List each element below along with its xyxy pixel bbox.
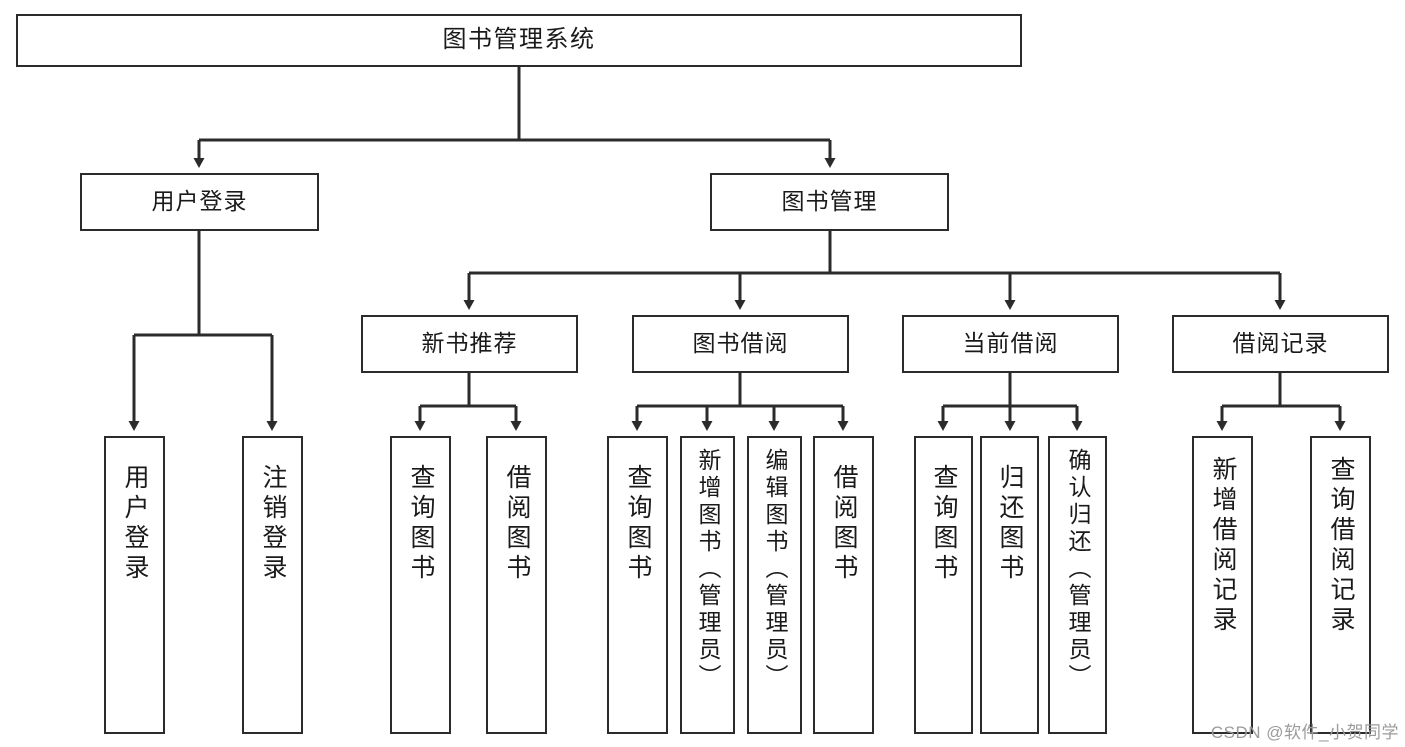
node-root-label: 图书管理系统: [442, 26, 596, 54]
node-leaf-query-record[interactable]: 查询借阅记录: [1310, 436, 1371, 734]
node-current-borrow-label: 当前借阅: [962, 330, 1059, 357]
node-book-borrow-label: 图书借阅: [692, 330, 789, 357]
node-book-borrow[interactable]: 图书借阅: [632, 315, 849, 373]
node-user-login[interactable]: 用户登录: [80, 173, 319, 231]
node-current-borrow[interactable]: 当前借阅: [902, 315, 1119, 373]
node-book-manage-label: 图书管理: [781, 188, 878, 215]
node-leaf-confirm-return-label: 确认归还（管理员）: [1065, 448, 1091, 691]
node-book-manage[interactable]: 图书管理: [710, 173, 949, 231]
node-leaf-user-login-label: 用户登录: [121, 464, 149, 584]
node-leaf-logout[interactable]: 注销登录: [242, 436, 303, 734]
node-leaf-edit-book-label: 编辑图书（管理员）: [762, 448, 788, 691]
node-borrow-record-label: 借阅记录: [1232, 330, 1329, 357]
node-leaf-query-book-1-label: 查询图书: [407, 464, 435, 584]
node-leaf-return-book[interactable]: 归还图书: [980, 436, 1039, 734]
node-user-login-label: 用户登录: [151, 188, 248, 215]
node-leaf-edit-book[interactable]: 编辑图书（管理员）: [747, 436, 802, 734]
node-leaf-borrow-book-2[interactable]: 借阅图书: [813, 436, 874, 734]
node-leaf-borrow-book-1-label: 借阅图书: [503, 464, 531, 584]
node-borrow-record[interactable]: 借阅记录: [1172, 315, 1389, 373]
node-leaf-add-record[interactable]: 新增借阅记录: [1192, 436, 1253, 734]
node-leaf-logout-label: 注销登录: [259, 464, 287, 584]
node-leaf-user-login[interactable]: 用户登录: [104, 436, 165, 734]
node-new-book-recommend[interactable]: 新书推荐: [361, 315, 578, 373]
watermark-text: CSDN @软件_小贺同学: [1210, 723, 1399, 742]
node-leaf-borrow-book-1[interactable]: 借阅图书: [486, 436, 547, 734]
node-new-book-recommend-label: 新书推荐: [421, 330, 518, 357]
node-leaf-query-record-label: 查询借阅记录: [1327, 456, 1355, 636]
node-leaf-confirm-return[interactable]: 确认归还（管理员）: [1048, 436, 1107, 734]
node-leaf-borrow-book-2-label: 借阅图书: [830, 464, 858, 584]
node-leaf-add-record-label: 新增借阅记录: [1209, 456, 1237, 636]
node-leaf-query-book-3[interactable]: 查询图书: [914, 436, 973, 734]
node-leaf-query-book-2-label: 查询图书: [624, 464, 652, 584]
node-leaf-query-book-1[interactable]: 查询图书: [390, 436, 451, 734]
node-leaf-add-book[interactable]: 新增图书（管理员）: [680, 436, 735, 734]
node-leaf-add-book-label: 新增图书（管理员）: [695, 448, 721, 691]
node-leaf-query-book-2[interactable]: 查询图书: [607, 436, 668, 734]
node-leaf-return-book-label: 归还图书: [996, 464, 1024, 584]
node-root[interactable]: 图书管理系统: [16, 14, 1022, 67]
node-leaf-query-book-3-label: 查询图书: [930, 464, 958, 584]
